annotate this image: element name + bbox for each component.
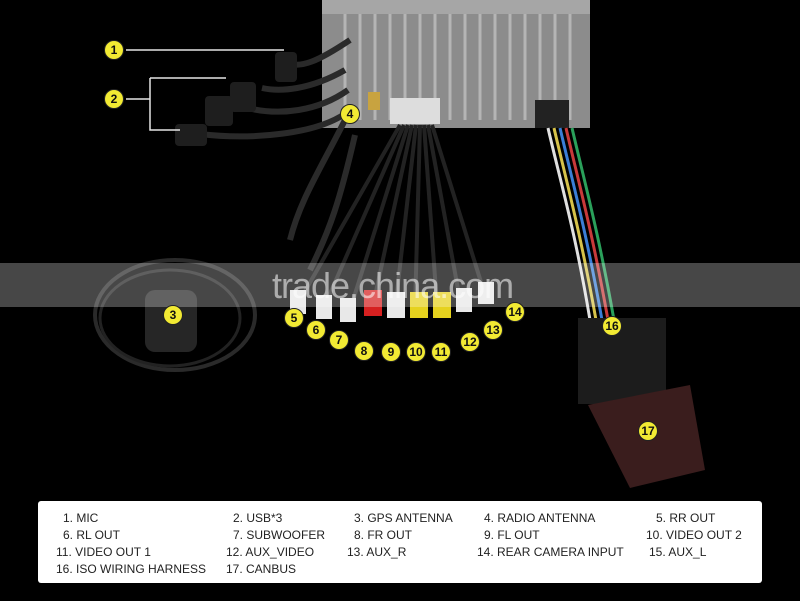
legend-item-4: 4. RADIO ANTENNA — [484, 511, 596, 525]
legend-item-1: 1. MIC — [63, 511, 99, 525]
legend-item-3: 3. GPS ANTENNA — [354, 511, 453, 525]
legend-item-6: 6. RL OUT — [63, 528, 120, 542]
legend-item-16: 16. ISO WIRING HARNESS — [56, 562, 207, 576]
marker-5: 5 — [284, 308, 304, 328]
legend-item-14: 14. REAR CAMERA INPUT — [477, 545, 624, 559]
marker-14: 14 — [505, 302, 525, 322]
iso-connector — [578, 318, 666, 404]
legend-item-7: 7. SUBWOOFER — [233, 528, 326, 542]
marker-13: 13 — [483, 320, 503, 340]
marker-10: 10 — [406, 342, 426, 362]
legend-item-15: 15. AUX_L — [649, 545, 707, 559]
legend-panel: 1. MIC 2. USB*3 3. GPS ANTENNA 4. RADIO … — [38, 501, 762, 583]
legend-item-17: 17. CANBUS — [226, 562, 297, 576]
marker-4: 4 — [340, 104, 360, 124]
marker-3: 3 — [163, 305, 183, 325]
legend-item-13: 13. AUX_R — [347, 545, 407, 559]
marker-12: 12 — [460, 332, 480, 352]
legend-item-10: 10. VIDEO OUT 2 — [646, 528, 742, 542]
legend-item-12: 12. AUX_VIDEO — [226, 545, 315, 559]
watermark: trade.china.com — [0, 263, 800, 307]
legend-item-2: 2. USB*3 — [233, 511, 283, 525]
marker-8: 8 — [354, 341, 374, 361]
wiring-photo — [93, 0, 705, 488]
marker-6: 6 — [306, 320, 326, 340]
marker-9: 9 — [381, 342, 401, 362]
legend-item-8: 8. FR OUT — [354, 528, 413, 542]
marker-2: 2 — [104, 89, 124, 109]
marker-16: 16 — [602, 316, 622, 336]
legend-item-9: 9. FL OUT — [484, 528, 540, 542]
marker-1: 1 — [104, 40, 124, 60]
gps-antenna — [93, 258, 257, 372]
head-unit — [322, 0, 590, 128]
marker-7: 7 — [329, 330, 349, 350]
legend-item-5: 5. RR OUT — [656, 511, 716, 525]
watermark-text: trade.china.com — [272, 265, 514, 306]
marker-17: 17 — [638, 421, 658, 441]
legend-item-11: 11. VIDEO OUT 1 — [56, 545, 151, 559]
marker-11: 11 — [431, 342, 451, 362]
